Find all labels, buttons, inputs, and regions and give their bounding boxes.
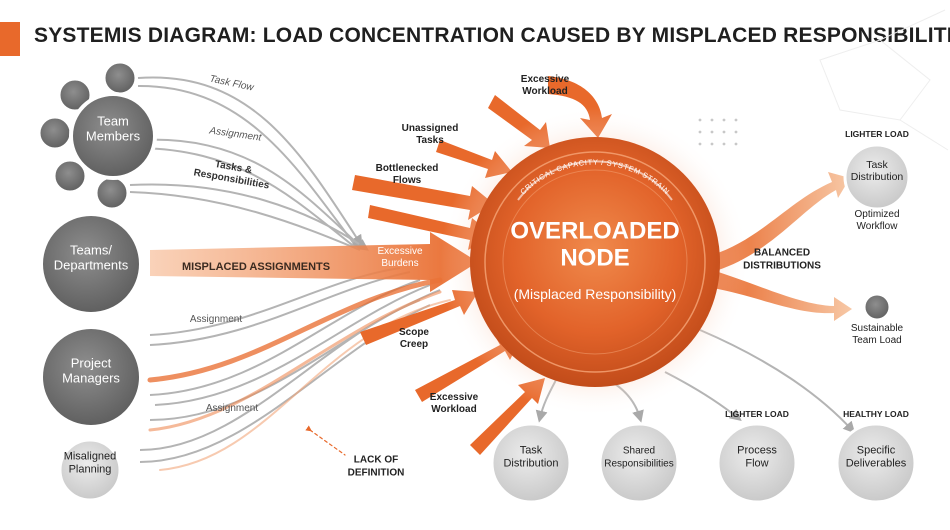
- text-line: Teams/: [70, 243, 112, 258]
- team-satellite-5: [94, 175, 130, 211]
- core-subtitle: (Misplaced Responsibility): [514, 286, 677, 302]
- misplaced-band: [150, 232, 478, 292]
- dot-grid-decoration: [698, 118, 738, 146]
- text-line: Distribution: [851, 171, 904, 183]
- page-title: SYSTEMIS DIAGRAM: LOAD CONCENTRATION CAU…: [34, 24, 950, 47]
- text-line: Responsibilities: [604, 459, 673, 470]
- text-line: Flows: [393, 175, 422, 186]
- text-line: Process: [737, 445, 777, 457]
- text-line: DISTRIBUTIONS: [743, 261, 821, 272]
- sustainable-node: [862, 292, 892, 322]
- text-line: Workload: [522, 86, 567, 97]
- text-line: Specific: [857, 445, 896, 457]
- text-line: DEFINITION: [348, 468, 405, 479]
- text-line: OVERLOADED: [510, 218, 679, 245]
- text-line: Bottlenecked: [376, 163, 439, 174]
- misaligned-planning-node: [58, 438, 122, 502]
- text-line: Team Load: [852, 335, 901, 346]
- inflow-arrow-flows: [368, 205, 494, 250]
- text-line: Task: [866, 159, 888, 171]
- text-line: Shared: [623, 446, 655, 457]
- text-line: Task: [520, 445, 543, 457]
- shared-responsibilities-node: [598, 422, 680, 504]
- tasks-responsibilities-label: Tasks &Responsibilities: [193, 156, 273, 192]
- background-lines: [819, 9, 949, 151]
- team-satellite-1: [102, 60, 138, 96]
- overloaded-node: CRITICAL CAPACITY / SYSTEM STRAIN OVERLO…: [440, 107, 750, 417]
- healthy-load-label: HEALTHY LOAD: [843, 409, 909, 419]
- task-distribution-node: [490, 422, 572, 504]
- text-line: Excessive: [377, 246, 422, 257]
- text-line: Planning: [69, 464, 112, 476]
- text-line: Tasks: [416, 135, 444, 146]
- lighter-load-top-label: LIGHTER LOAD: [845, 129, 909, 139]
- team-members-node: [69, 92, 157, 180]
- process-flow-node: [716, 422, 798, 504]
- text-line: Managers: [62, 371, 120, 386]
- balanced-distributions-label: BALANCED DISTRIBUTIONS: [743, 248, 821, 272]
- text-line: Excessive: [521, 74, 570, 85]
- project-managers-node: [39, 325, 143, 429]
- text-line: Members: [86, 129, 141, 144]
- team-satellite-2: [57, 77, 93, 113]
- text-line: Departments: [54, 258, 129, 273]
- text-line: Project: [71, 356, 112, 371]
- text-line: Unassigned: [402, 123, 459, 134]
- text-line: Workload: [431, 404, 476, 415]
- text-line: Scope: [399, 327, 429, 338]
- text-line: Burdens: [381, 258, 418, 269]
- text-line: Distribution: [503, 458, 558, 470]
- inflow-arrow-bottlenecked: [352, 175, 494, 220]
- text-line: NODE: [560, 245, 629, 272]
- text-line: Sustainable: [851, 323, 904, 334]
- misplaced-assignments-label: MISPLACED ASSIGNMENTS: [182, 261, 330, 273]
- team-satellite-4: [52, 158, 88, 194]
- orange-streaks: [147, 277, 451, 471]
- teams-departments-label: Teams/Departments: [54, 243, 129, 273]
- specific-deliverables-node: [835, 422, 917, 504]
- text-line: Flow: [745, 458, 768, 470]
- text-line: Team: [97, 114, 129, 129]
- text-line: Misaligned: [64, 451, 117, 463]
- lack-of-definition-label: LACK OF DEFINITION: [348, 455, 405, 479]
- text-line: Workflow: [857, 221, 899, 232]
- text-line: Creep: [400, 339, 428, 350]
- task-flow-label: Task Flow: [209, 74, 256, 94]
- text-line: LACK OF: [354, 455, 398, 466]
- assignment-label-2: Assignment: [190, 314, 242, 325]
- teams-departments-node: [39, 212, 143, 316]
- text-line: BALANCED: [754, 248, 810, 259]
- text-line: Optimized: [854, 209, 899, 220]
- title-accent-bar: [0, 22, 20, 56]
- assignment-label-3: Assignment: [206, 403, 258, 414]
- lighter-load-bottom-label: LIGHTER LOAD: [725, 409, 789, 419]
- text-line: Deliverables: [846, 458, 907, 470]
- text-line: Excessive: [430, 392, 479, 403]
- task-distribution-right-node: [843, 143, 911, 211]
- team-satellite-3: [37, 115, 73, 151]
